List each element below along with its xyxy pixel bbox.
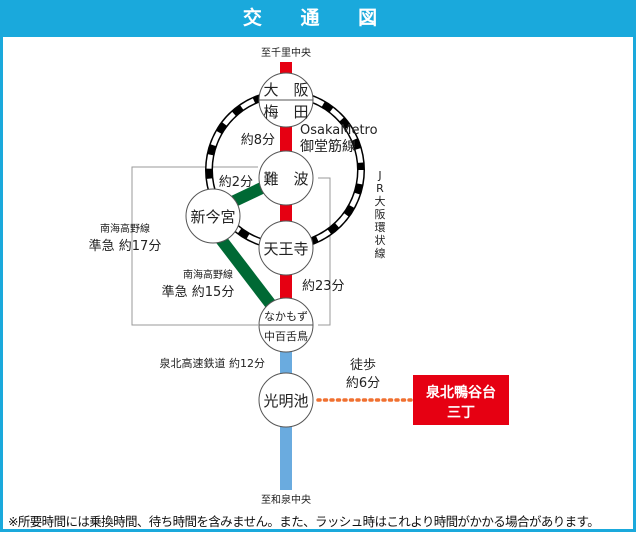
station-nakamozu: なかもず 中百舌鳥: [258, 297, 314, 353]
destination-box: 泉北鴨谷台 三丁: [413, 375, 509, 425]
svg-text:大 阪: 大 阪: [263, 81, 308, 99]
footnote: ※所要時間には乗換時間、待ち時間を含みません。また、ラッシュ時はこれより時間がか…: [8, 514, 600, 529]
svg-text:J: J: [377, 169, 381, 182]
station-tennoji: 天王寺: [258, 220, 314, 276]
svg-text:新今宮: 新今宮: [190, 208, 235, 226]
svg-text:梅 田: 梅 田: [263, 103, 308, 121]
svg-text:大: 大: [375, 194, 386, 208]
nankai-17-bracket: [131, 166, 258, 326]
svg-text:阪: 阪: [375, 207, 386, 221]
direction-north: 至千里中央: [261, 46, 311, 59]
station-namba: 難 波: [258, 150, 314, 206]
walk-time: 約6分: [346, 376, 380, 391]
svg-text:泉北鴨谷台: 泉北鴨谷台: [426, 384, 496, 401]
midosuji-label-1: OsakaMetro: [300, 123, 378, 138]
svg-text:なかもず: なかもず: [264, 310, 308, 323]
jr-loop-line-inner: [206, 91, 364, 249]
station-umeda: 大 阪 梅 田: [258, 72, 314, 128]
station-komyoike: 光明池: [258, 372, 314, 428]
nankai-17-time: 準急 約17分: [89, 238, 162, 254]
svg-text:難 波: 難 波: [263, 170, 308, 188]
svg-text:状: 状: [375, 233, 386, 247]
nankai-15-time: 準急 約15分: [162, 284, 235, 300]
midosuji-label-2: 御堂筋線: [300, 138, 356, 155]
svg-text:光明池: 光明池: [263, 392, 308, 410]
svg-text:天王寺: 天王寺: [263, 240, 308, 258]
semboku-label: 泉北高速鉄道 約12分: [160, 356, 266, 370]
nankai-line-nakamozu: [215, 234, 277, 310]
walk-label: 徒歩: [350, 358, 376, 373]
page-title: 交 通 図: [0, 0, 636, 37]
station-shinimamiya: 新今宮: [185, 188, 241, 244]
svg-text:三丁: 三丁: [447, 405, 475, 421]
jr-loop-label: J R 大 阪 環 状 線: [375, 169, 386, 260]
direction-south: 至和泉中央: [261, 493, 311, 506]
time-tennoji-nakamozu: 約23分: [302, 279, 345, 294]
nankai-15-line: 南海高野線: [183, 268, 233, 281]
svg-text:環: 環: [375, 221, 386, 234]
nankai-17-line: 南海高野線: [100, 222, 150, 235]
svg-text:中百舌鳥: 中百舌鳥: [264, 329, 308, 343]
time-umeda-namba: 約8分: [241, 133, 275, 148]
svg-text:R: R: [376, 182, 384, 195]
svg-text:線: 線: [375, 246, 386, 260]
time-23-bracket: [318, 177, 331, 326]
time-namba-shinimamiya: 約2分: [219, 175, 253, 190]
